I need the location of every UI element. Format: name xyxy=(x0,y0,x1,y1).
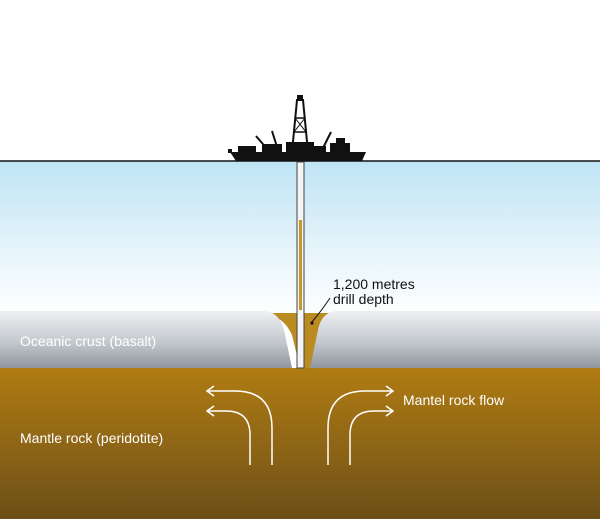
drill-depth-label-line2: drill depth xyxy=(333,291,394,307)
mantle-layer xyxy=(0,368,600,519)
crust-left xyxy=(0,311,292,368)
mantle-label: Mantle rock (peridotite) xyxy=(20,430,163,446)
flow-label: Mantel rock flow xyxy=(403,392,505,408)
crust-label: Oceanic crust (basalt) xyxy=(20,333,156,349)
flow-arrow-icon xyxy=(205,385,273,465)
drill-core-segment xyxy=(299,220,302,310)
depth-leader-line xyxy=(311,297,331,323)
drill-depth-label-line1: 1,200 metres xyxy=(333,276,415,292)
flow-arrow-icon xyxy=(327,385,395,465)
drill-ship-icon xyxy=(228,95,366,161)
crust-right xyxy=(310,311,600,368)
